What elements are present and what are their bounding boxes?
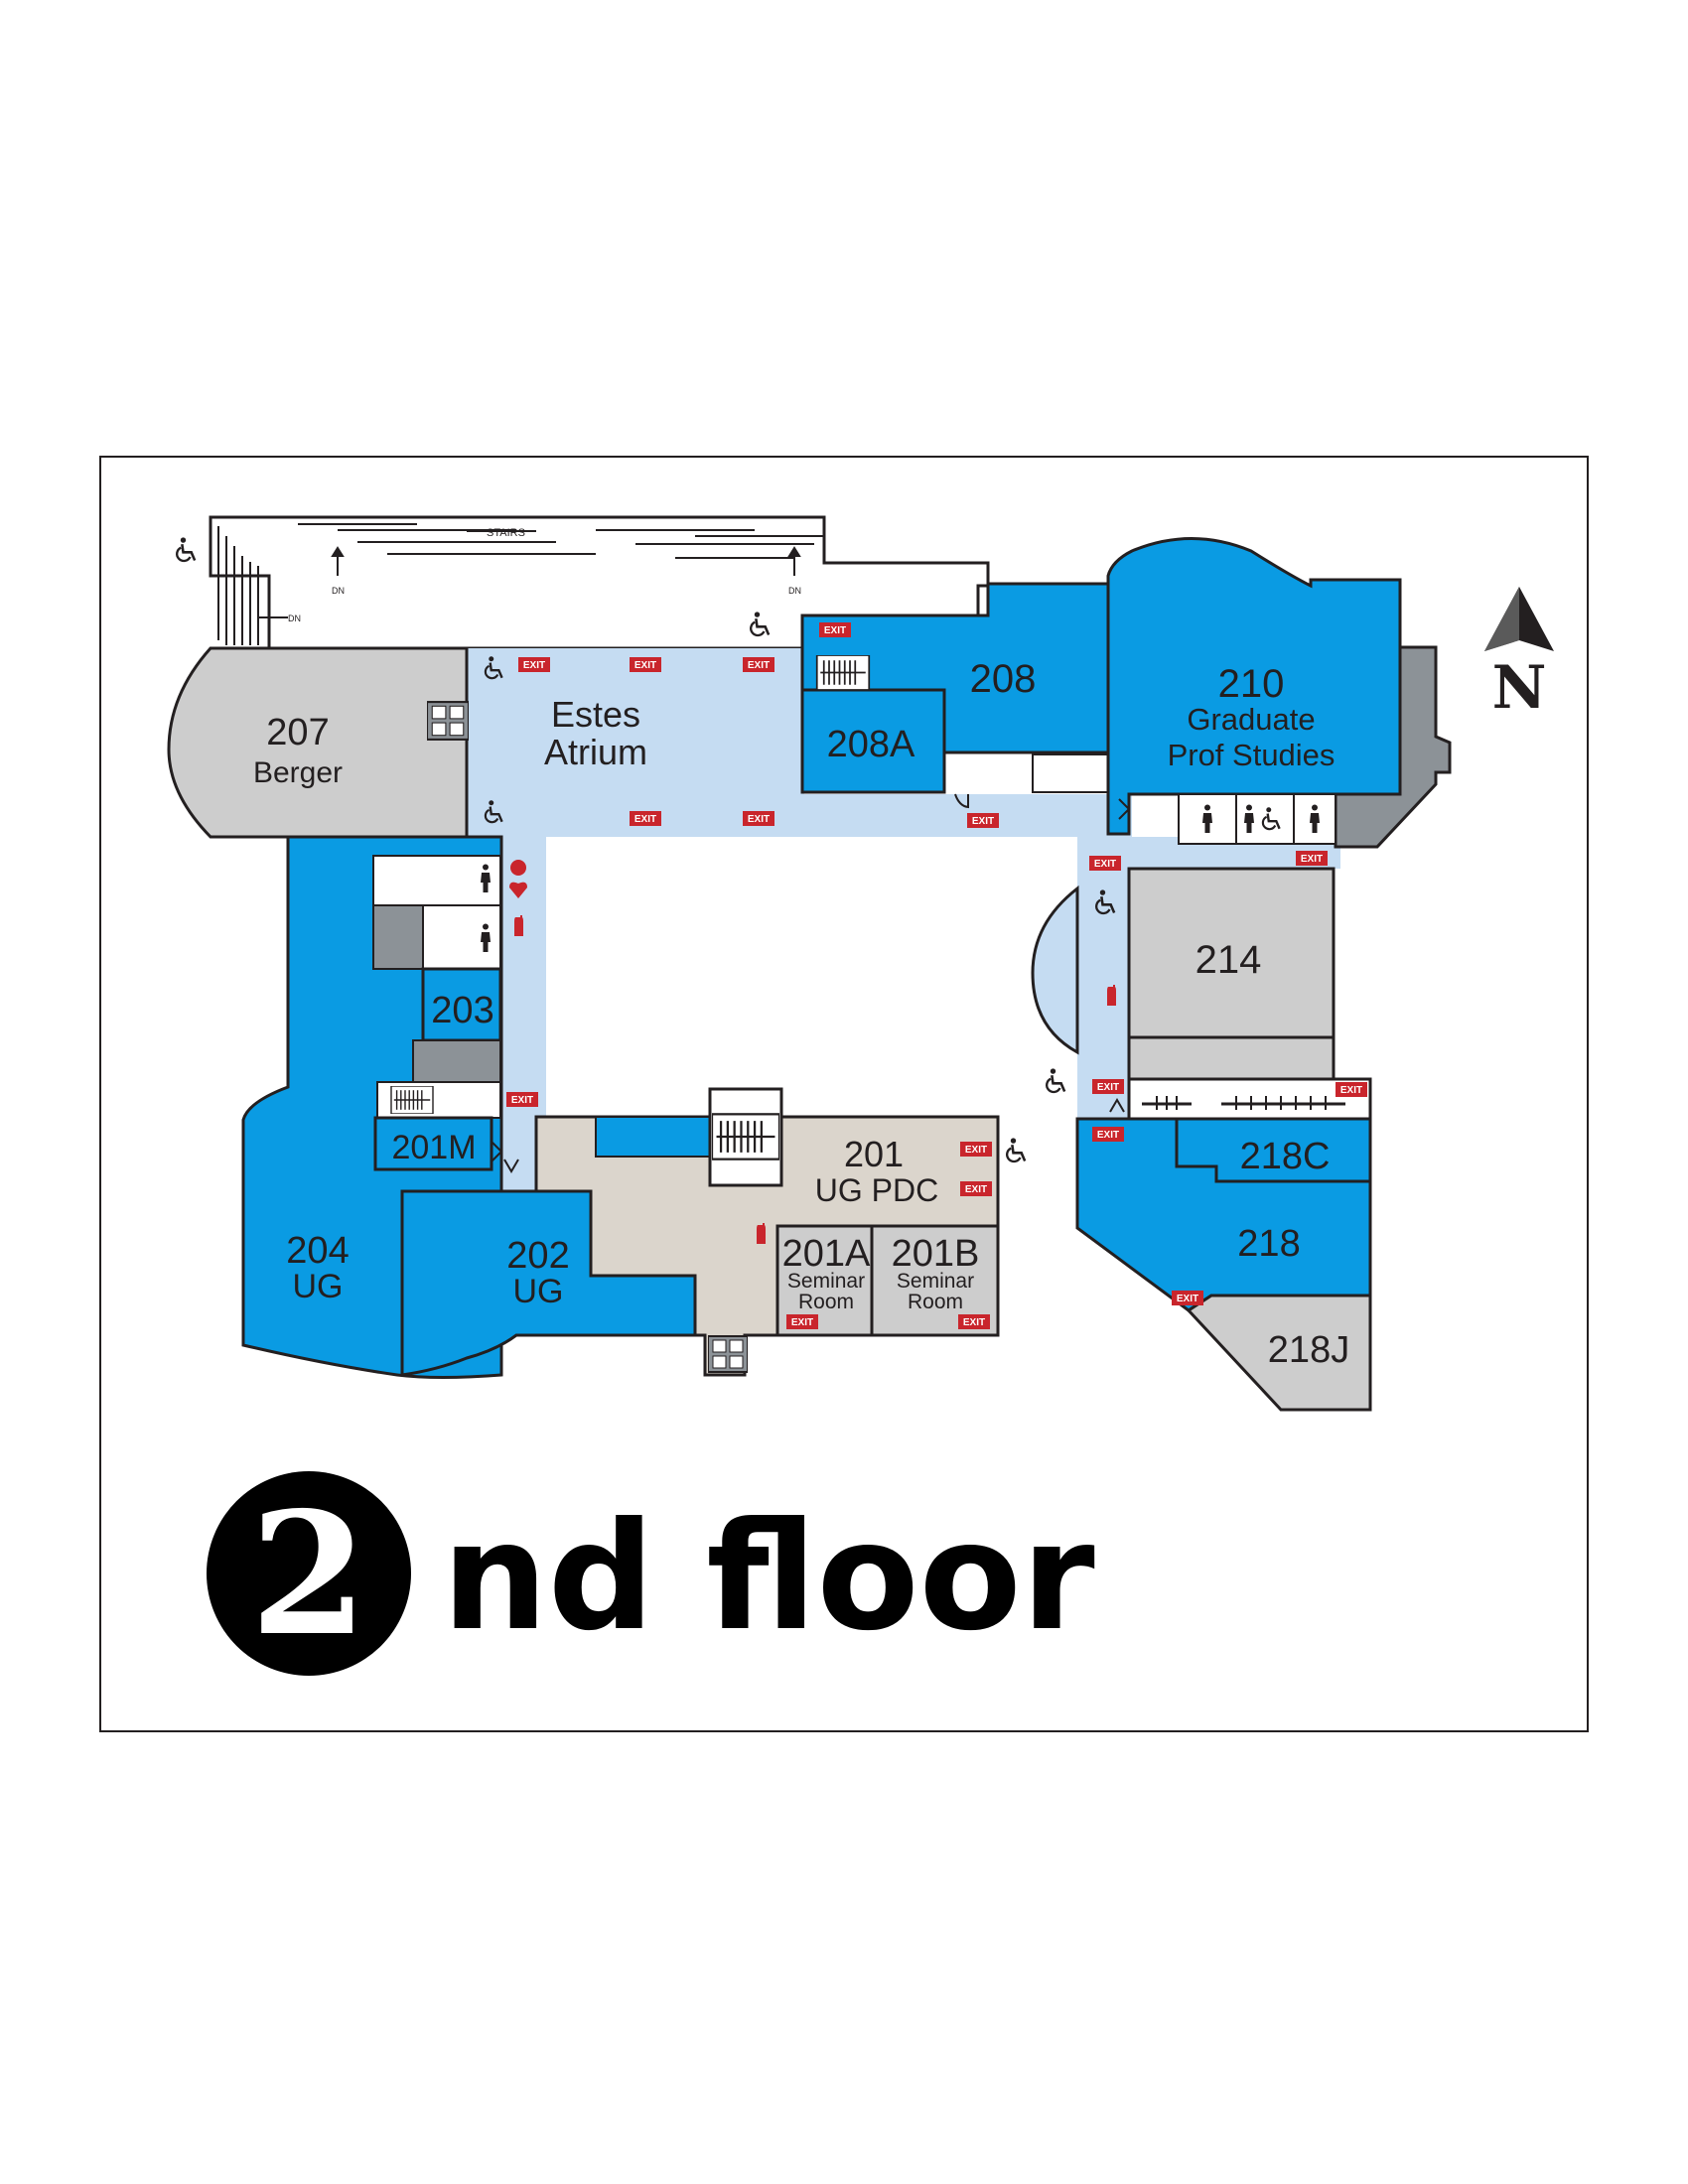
room-label-203: 203 — [431, 990, 493, 1031]
room-name-201b-line2: Room — [908, 1291, 963, 1313]
svg-text:EXIT: EXIT — [1301, 854, 1323, 865]
floor-number: 2 — [250, 1475, 367, 1674]
svg-text:EXIT: EXIT — [634, 814, 656, 825]
exit-sign: EXIT — [1296, 851, 1328, 866]
svg-text:EXIT: EXIT — [511, 1095, 533, 1106]
floor-number-badge — [207, 1471, 411, 1676]
svg-text:EXIT: EXIT — [1177, 1294, 1198, 1304]
compass-letter: N — [1492, 653, 1547, 723]
svg-text:EXIT: EXIT — [748, 814, 770, 825]
room-label-201: 201 — [844, 1134, 904, 1174]
room-label-214: 214 — [1196, 938, 1262, 982]
svg-text:EXIT: EXIT — [972, 816, 994, 827]
room-label-218c: 218C — [1240, 1136, 1331, 1177]
svg-text:EXIT: EXIT — [634, 660, 656, 671]
room-name-201: UG PDC — [815, 1172, 938, 1208]
room-203 — [421, 967, 502, 1042]
aed-icon — [509, 860, 527, 898]
exit-sign: EXIT — [1336, 1082, 1367, 1097]
exit-sign: EXIT — [958, 1314, 990, 1329]
room-name-204: UG — [293, 1268, 344, 1305]
svg-text:EXIT: EXIT — [965, 1184, 987, 1195]
north-arrow-icon — [1484, 587, 1554, 651]
exit-sign: EXIT — [506, 1092, 538, 1107]
room-name-210-line1: Graduate — [1187, 702, 1315, 737]
svg-text:EXIT: EXIT — [965, 1145, 987, 1156]
room-label-208: 208 — [970, 657, 1037, 701]
room-201b — [870, 1224, 1000, 1337]
svg-text:EXIT: EXIT — [824, 625, 846, 636]
room-201a — [775, 1224, 874, 1337]
room-label-201b: 201B — [892, 1233, 980, 1275]
atrium-label-line2: Atrium — [544, 732, 647, 772]
room-201m — [373, 1116, 493, 1171]
room-name-210-line2: Prof Studies — [1168, 738, 1336, 772]
exit-sign: EXIT — [786, 1314, 818, 1329]
exit-sign: EXIT — [743, 811, 774, 826]
room-name-201a-line2: Room — [798, 1291, 854, 1313]
room-name-201b-line1: Seminar — [897, 1270, 974, 1293]
corridor — [467, 648, 1340, 1191]
exit-sign: EXIT — [960, 1181, 992, 1196]
svg-text:EXIT: EXIT — [791, 1317, 813, 1328]
svg-text:EXIT: EXIT — [1097, 1082, 1119, 1093]
stairs-label: STAIRS — [487, 527, 525, 539]
room-label-207: 207 — [266, 712, 329, 753]
exit-sign: EXIT — [819, 622, 851, 637]
floor-title: nd floor — [442, 1491, 1095, 1664]
room-label-202: 202 — [506, 1235, 569, 1277]
exit-sign: EXIT — [1092, 1079, 1124, 1094]
exit-sign: EXIT — [1092, 1127, 1124, 1142]
svg-text:EXIT: EXIT — [523, 660, 545, 671]
room-218j — [1186, 1294, 1372, 1412]
exit-sign: EXIT — [630, 657, 661, 672]
room-208a — [800, 688, 946, 794]
room-label-210: 210 — [1218, 662, 1285, 706]
room-218c — [1175, 1117, 1372, 1183]
map-frame — [99, 456, 1589, 1732]
restrooms-210 — [1178, 793, 1336, 845]
room-label-218j: 218J — [1268, 1329, 1349, 1371]
down-label: DN — [288, 614, 301, 623]
room-210 — [1106, 537, 1402, 836]
room-label-201a: 201A — [782, 1233, 871, 1275]
exit-sign: EXIT — [967, 813, 999, 828]
room-name-201a-line1: Seminar — [787, 1270, 865, 1293]
room-label-218: 218 — [1237, 1223, 1300, 1265]
svg-text:EXIT: EXIT — [1340, 1085, 1362, 1096]
room-214 — [1127, 867, 1336, 1039]
room-label-201m: 201M — [391, 1129, 476, 1166]
down-label: DN — [332, 586, 345, 596]
room-label-208a: 208A — [827, 724, 915, 765]
exit-sign: EXIT — [1172, 1291, 1203, 1305]
room-202 — [400, 1189, 697, 1377]
exit-sign: EXIT — [518, 657, 550, 672]
exit-sign: EXIT — [743, 657, 774, 672]
svg-text:EXIT: EXIT — [1097, 1130, 1119, 1141]
down-label: DN — [788, 586, 801, 596]
exit-sign: EXIT — [960, 1142, 992, 1157]
exit-sign: EXIT — [630, 811, 661, 826]
svg-text:EXIT: EXIT — [1094, 859, 1116, 870]
exit-sign: EXIT — [1089, 856, 1121, 871]
svg-text:EXIT: EXIT — [748, 660, 770, 671]
room-207 — [167, 646, 469, 839]
room-label-204: 204 — [286, 1230, 349, 1272]
svg-text:EXIT: EXIT — [963, 1317, 985, 1328]
room-name-207: Berger — [253, 756, 343, 789]
room-name-202: UG — [513, 1273, 564, 1310]
atrium-label-line1: Estes — [551, 694, 640, 735]
